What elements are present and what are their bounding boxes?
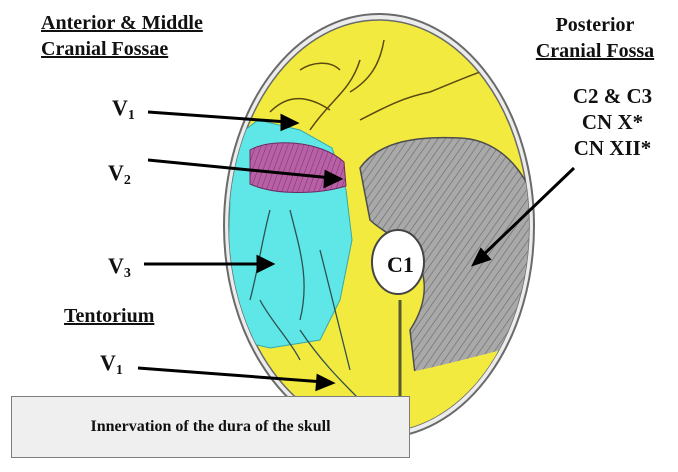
arrow-v1-bottom-head bbox=[315, 373, 336, 392]
v1-top-label: V1 bbox=[112, 95, 135, 123]
arrow-posterior-nerves-head bbox=[471, 247, 492, 267]
posterior-nerves-label: C2 & C3 CN X* CN XII* bbox=[555, 83, 670, 161]
v3-label: V3 bbox=[108, 253, 131, 281]
arrow-v2-head bbox=[323, 169, 344, 189]
arrow-v1-top bbox=[147, 110, 289, 124]
arrow-v1-bottom bbox=[137, 366, 325, 384]
anterior-label-line1: Anterior & Middle bbox=[41, 12, 203, 34]
arrow-posterior-nerves bbox=[478, 166, 576, 260]
v2-label: V2 bbox=[108, 160, 131, 188]
arrow-v1-top-head bbox=[280, 113, 300, 132]
v2-region bbox=[249, 142, 347, 193]
nerves-line3: CN XII* bbox=[573, 136, 652, 160]
tentorium-label: Tentorium bbox=[64, 305, 155, 327]
v1-bottom-label: V1 bbox=[100, 350, 123, 378]
posterior-fossa-label: Posterior Cranial Fossa bbox=[520, 12, 670, 64]
posterior-label-line2: Cranial Fossa bbox=[535, 40, 655, 62]
nerves-line2: CN X* bbox=[581, 110, 644, 134]
posterior-label-line1: Posterior bbox=[555, 14, 635, 36]
caption-box: Innervation of the dura of the skull bbox=[11, 396, 410, 458]
arrow-v3-head bbox=[256, 254, 276, 274]
dura-vessels-upper bbox=[269, 39, 521, 131]
nerves-line1: C2 & C3 bbox=[572, 84, 653, 108]
foramen-magnum bbox=[371, 229, 425, 295]
c1-label: C1 bbox=[387, 252, 414, 277]
arrow-v2 bbox=[147, 158, 333, 180]
anterior-label-line2: Cranial Fossae bbox=[41, 38, 169, 60]
anterior-middle-fossae-label: Anterior & Middle Cranial Fossae bbox=[41, 10, 203, 62]
dura-vessels-lower bbox=[249, 209, 361, 401]
caption-text: Innervation of the dura of the skull bbox=[90, 418, 331, 435]
